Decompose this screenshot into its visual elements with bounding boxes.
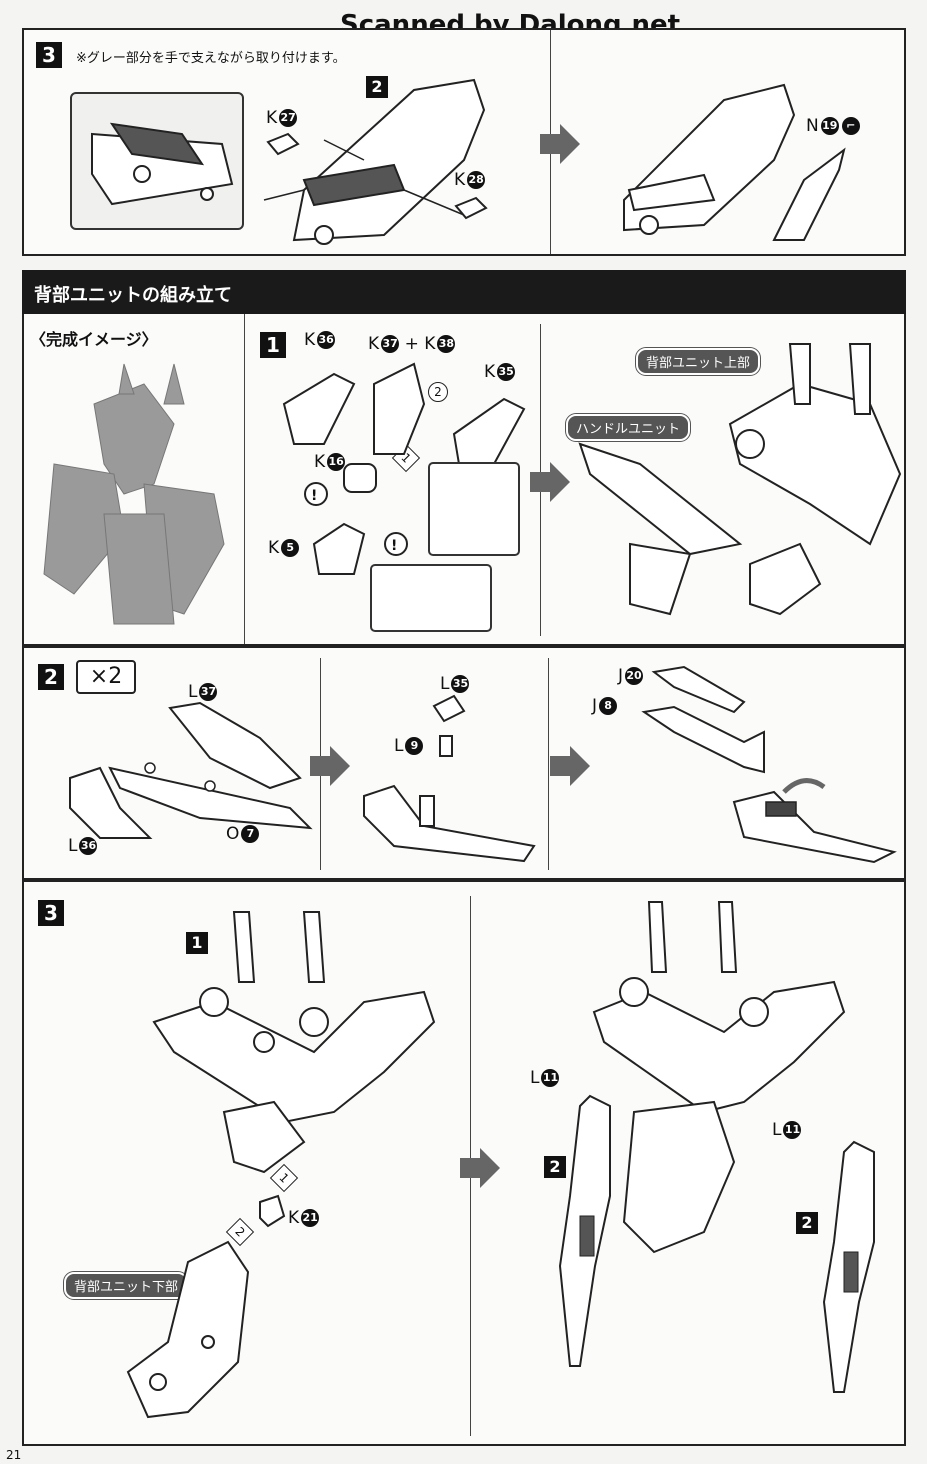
inset-part-drawing: [91, 122, 234, 206]
image-divider: [244, 314, 245, 644]
small-part-k21: [259, 1194, 286, 1228]
small-part-k28: [454, 196, 488, 220]
step2-number: 2: [38, 664, 64, 690]
step1-number: 1: [260, 332, 286, 358]
section-title: 背部ユニットの組み立て: [34, 285, 232, 306]
reference-badge-1: 1: [186, 932, 208, 954]
completed-image-figure: [43, 363, 225, 625]
final-assembly-drawing: [592, 901, 846, 1254]
order-marker-2: 2: [428, 382, 448, 402]
inset-detail-box: [70, 92, 244, 230]
flow-arrow-icon: [460, 1148, 500, 1188]
flow-arrow-icon: [550, 746, 590, 786]
multiplier-badge: ×2: [76, 660, 136, 694]
step-number: 3: [36, 42, 62, 68]
step2-parts-a-drawing: [69, 701, 313, 839]
step3-number: 3: [38, 900, 64, 926]
main-part-drawing: [263, 78, 486, 245]
step2-parts-c-drawing: [641, 665, 897, 864]
tag-handle-unit: ハンドルユニット: [566, 414, 691, 441]
step-note: ※グレー部分を手で支えながら取り付けます。: [76, 51, 346, 66]
flow-arrow-icon: [310, 746, 350, 786]
section-header: 背部ユニットの組み立て: [22, 270, 906, 314]
left-blade-drawing: [558, 1094, 611, 1367]
lower-unit-drawing: [126, 1240, 250, 1419]
completed-image-label: 〈完成イメージ〉: [30, 330, 158, 349]
result-part-drawing: [623, 83, 846, 241]
gate-icon: ⌐: [841, 117, 860, 135]
right-blade-drawing: [822, 1140, 875, 1393]
svg-text:!: !: [311, 488, 317, 504]
detail-inset-1: [428, 462, 520, 556]
reference-badge: 2: [366, 76, 388, 98]
tag-upper-unit: 背部ユニット上部: [636, 348, 761, 375]
page-number: 21: [6, 1448, 22, 1462]
flow-arrow-icon: [540, 124, 580, 164]
step2-divider-2: [548, 658, 549, 870]
step1-parts-drawing: ! !: [282, 362, 526, 575]
small-part-k27: [266, 132, 300, 156]
reference-badge-2-right: 2: [796, 1212, 818, 1234]
upper-unit-drawing: [152, 911, 436, 1174]
detail-inset-2: [370, 564, 492, 632]
step2-parts-b-drawing: [363, 694, 536, 863]
tag-lower-unit: 背部ユニット下部: [64, 1272, 189, 1299]
svg-text:!: !: [391, 538, 397, 554]
reference-badge-2-left: 2: [544, 1156, 566, 1178]
step1-assembly-drawing: [578, 343, 902, 616]
flow-arrow-icon: [530, 462, 570, 502]
